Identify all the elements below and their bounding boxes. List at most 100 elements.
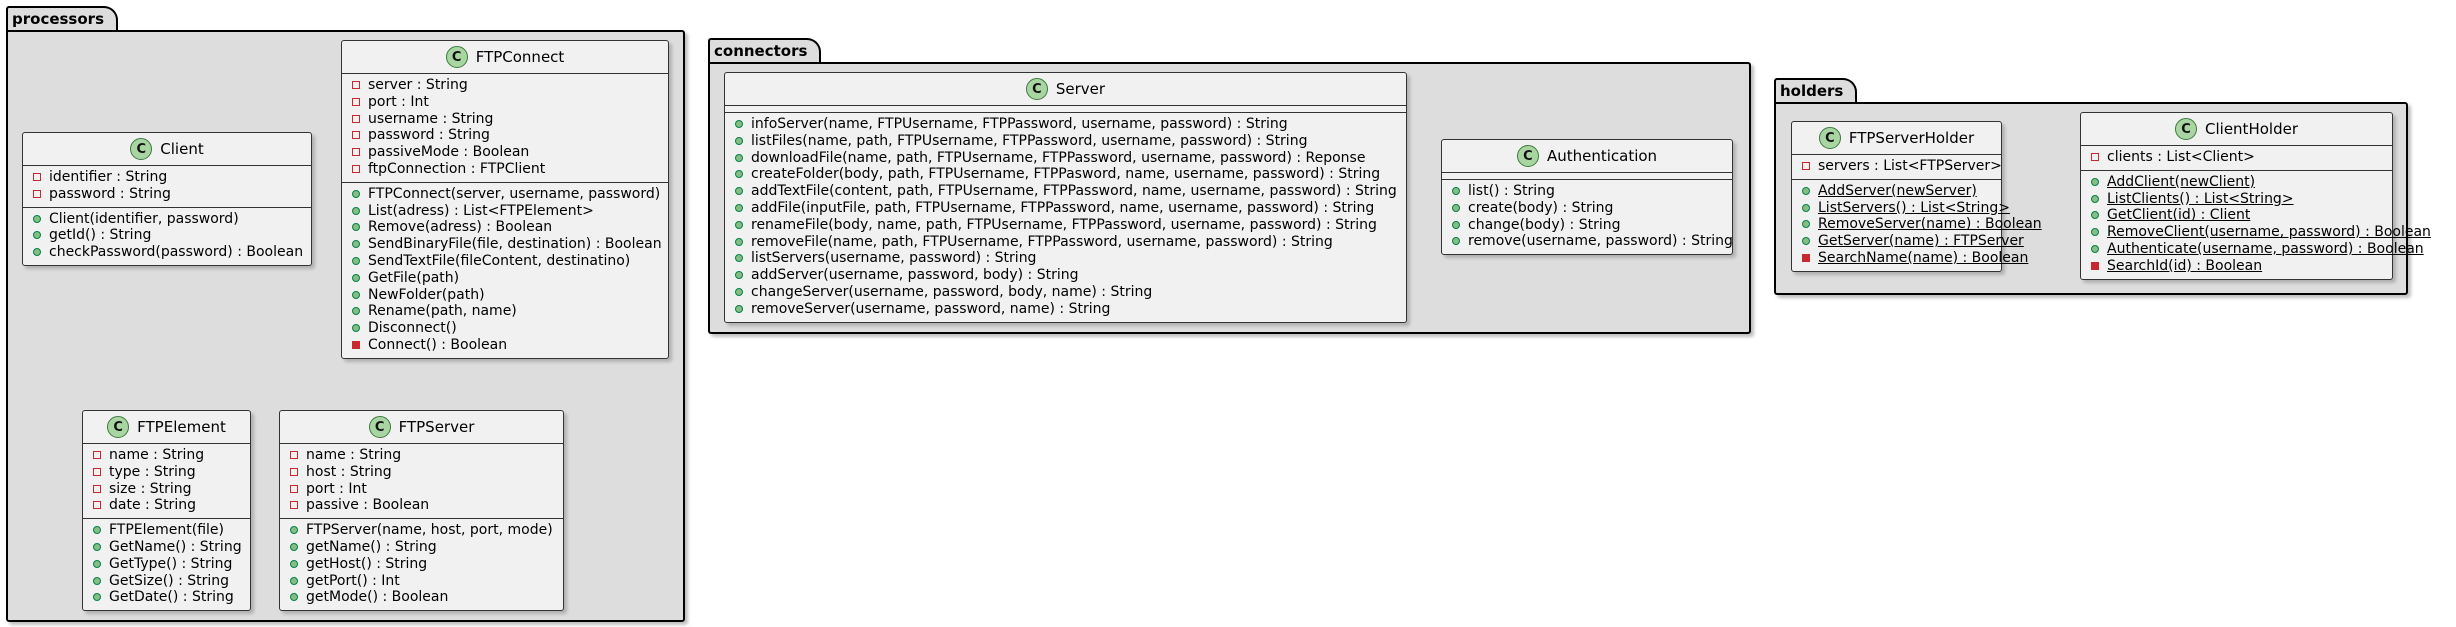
method-row: SearchName(name) : Boolean	[1792, 250, 2028, 267]
public-visibility-icon	[1802, 237, 1810, 246]
method-row: GetFile(path)	[342, 270, 668, 287]
method-text: GetDate() : String	[109, 589, 234, 606]
method-text: renameFile(body, name, path, FTPUsername…	[751, 216, 1377, 233]
public-visibility-icon	[290, 593, 298, 602]
attribute-row: type : String	[83, 464, 250, 481]
public-visibility-icon	[290, 576, 298, 585]
method-row: GetType() : String	[83, 556, 250, 573]
method-text: AddClient(newClient)	[2107, 173, 2256, 190]
method-text: SearchId(id) : Boolean	[2107, 257, 2263, 274]
method-text: RemoveClient(username, password) : Boole…	[2107, 224, 2431, 241]
method-row: getPort() : Int	[280, 573, 563, 590]
attribute-text: password : String	[49, 185, 171, 202]
method-row: ListServers() : List<String>	[1792, 200, 2010, 217]
private-visibility-icon	[2091, 261, 2099, 270]
attribute-text: ftpConnection : FTPClient	[368, 160, 546, 177]
public-visibility-icon	[735, 136, 743, 145]
public-visibility-icon	[352, 223, 360, 232]
method-row: Connect() : Boolean	[342, 337, 668, 354]
method-row: SendTextFile(fileContent, destinatino)	[342, 253, 668, 270]
class-icon: C	[130, 138, 153, 160]
public-visibility-icon	[2091, 228, 2099, 237]
method-text: change(body) : String	[1468, 216, 1621, 233]
public-visibility-icon	[1452, 203, 1460, 212]
method-row: FTPConnect(server, username, password)	[342, 186, 668, 203]
class-icon: C	[368, 416, 391, 438]
class-name: FTPServerHolder	[1848, 129, 1975, 147]
method-row: NewFolder(path)	[342, 287, 668, 304]
methods-section: FTPServer(name, host, port, mode)getName…	[280, 518, 563, 610]
method-text: listFiles(name, path, FTPUsername, FTPPa…	[751, 132, 1308, 149]
attribute-row: identifier : String	[23, 169, 311, 186]
method-row: RemoveServer(name) : Boolean	[1792, 216, 2042, 233]
public-visibility-icon	[93, 593, 101, 602]
attribute-text: name : String	[109, 447, 205, 463]
method-text: listServers(username, password) : String	[751, 250, 1037, 267]
class-name: FTPConnect	[475, 48, 565, 66]
method-text: downloadFile(name, path, FTPUsername, FT…	[751, 149, 1366, 166]
private-visibility-icon	[290, 467, 298, 476]
public-visibility-icon	[735, 271, 743, 280]
attribute-text: port : Int	[368, 93, 429, 110]
class-icon: C	[107, 416, 130, 438]
attribute-row: password : String	[342, 127, 668, 144]
method-text: GetType() : String	[109, 555, 233, 572]
attribute-text: identifier : String	[49, 169, 168, 185]
method-row: removeFile(name, path, FTPUsername, FTPP…	[725, 234, 1406, 251]
class-icon: C	[1818, 127, 1841, 149]
private-visibility-icon	[93, 484, 101, 493]
class-name: Authentication	[1546, 147, 1658, 165]
attribute-text: passive : Boolean	[306, 497, 430, 514]
private-visibility-icon	[93, 467, 101, 476]
method-row: Remove(adress) : Boolean	[342, 219, 668, 236]
attribute-row: passiveMode : Boolean	[342, 144, 668, 161]
public-visibility-icon	[2091, 211, 2099, 220]
public-visibility-icon	[1452, 237, 1460, 246]
attribute-row: date : String	[83, 497, 250, 514]
private-visibility-icon	[290, 484, 298, 493]
attribute-row: name : String	[83, 447, 250, 464]
class-name: Server	[1055, 80, 1106, 98]
method-text: List(adress) : List<FTPElement>	[368, 202, 594, 219]
method-text: FTPServer(name, host, port, mode)	[306, 522, 553, 539]
public-visibility-icon	[352, 290, 360, 299]
public-visibility-icon	[1802, 220, 1810, 229]
public-visibility-icon	[735, 304, 743, 313]
method-row: FTPServer(name, host, port, mode)	[280, 522, 563, 539]
method-text: RemoveServer(name) : Boolean	[1818, 216, 2042, 233]
private-visibility-icon	[352, 131, 360, 140]
private-visibility-icon	[352, 114, 360, 123]
method-row: GetSize() : String	[83, 573, 250, 590]
private-visibility-icon	[352, 97, 360, 106]
package-label: processors	[6, 6, 118, 30]
method-text: GetName() : String	[109, 538, 242, 555]
public-visibility-icon	[352, 206, 360, 215]
private-visibility-icon	[2091, 153, 2099, 161]
method-row: getName() : String	[280, 539, 563, 556]
method-row: getMode() : Boolean	[280, 589, 563, 606]
attribute-text: port : Int	[306, 480, 367, 497]
attribute-text: type : String	[109, 463, 196, 480]
method-text: remove(username, password) : String	[1468, 233, 1733, 250]
methods-section: infoServer(name, FTPUsername, FTPPasswor…	[725, 112, 1406, 322]
public-visibility-icon	[735, 220, 743, 229]
method-text: getId() : String	[49, 227, 152, 244]
attribute-row: username : String	[342, 111, 668, 128]
class-icon: C	[445, 46, 468, 68]
method-row: ListClients() : List<String>	[2081, 191, 2392, 208]
method-text: SendBinaryFile(file, destination) : Bool…	[368, 236, 662, 253]
method-text: createFolder(body, path, FTPUsername, FT…	[751, 166, 1381, 183]
public-visibility-icon	[33, 214, 41, 223]
public-visibility-icon	[290, 542, 298, 551]
method-text: removeServer(username, password, name) :…	[751, 300, 1111, 317]
